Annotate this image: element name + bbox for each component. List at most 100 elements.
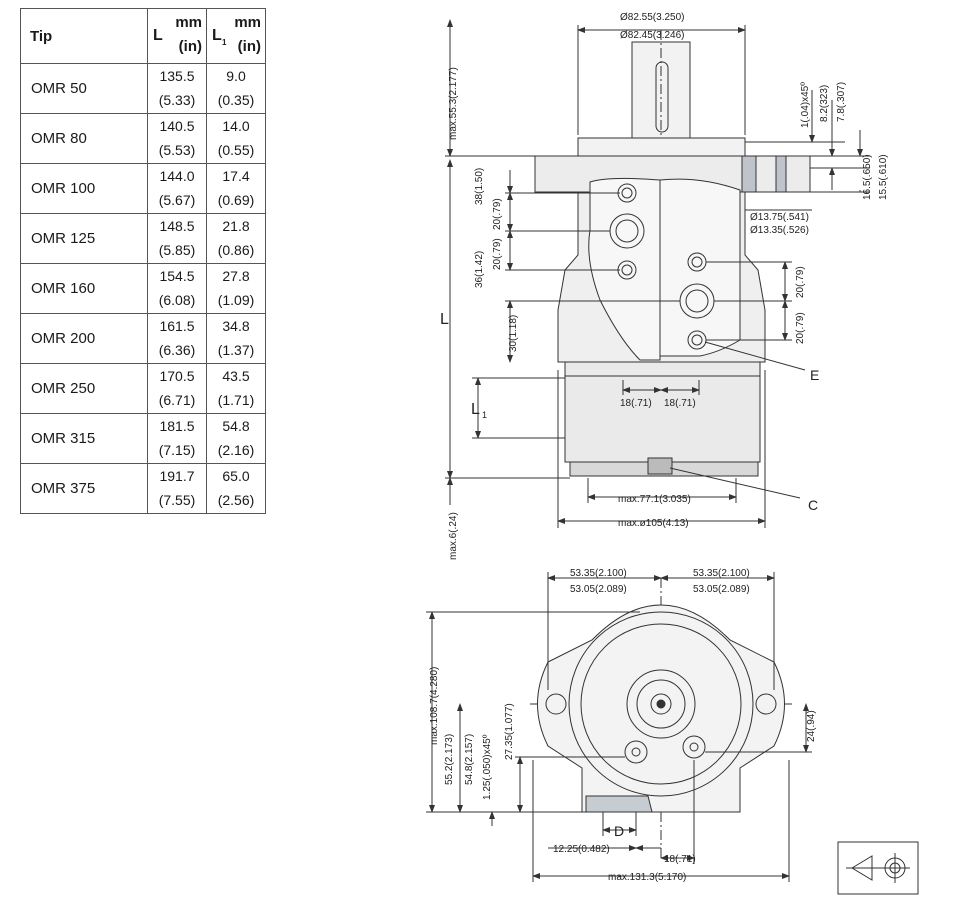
dimension-table: Tip L mm (in) L 1 mm (in) OMR 50 135.5(5… — [20, 8, 266, 514]
l1-mm: 17.4 — [222, 168, 250, 184]
l-mm: 144.0 — [159, 168, 195, 184]
l1-in: (1.37) — [217, 342, 255, 358]
label-max-6: max.6(.24) — [448, 512, 459, 560]
table-row: OMR 100 144.0 (5.67) 17.4 (0.69) — [20, 163, 266, 214]
l-mm: 140.5 — [159, 118, 195, 134]
label-max-1087: max.108.7(4.280) — [429, 667, 440, 745]
l1-in: (0.35) — [217, 92, 255, 108]
model-cell: OMR 375 — [20, 463, 148, 514]
l-in: (5.53) — [158, 142, 196, 158]
port-boss-right — [659, 178, 741, 357]
model-cell: OMR 315 — [20, 413, 148, 464]
model-cell: OMR 100 — [20, 163, 148, 214]
l1-in: (0.86) — [217, 242, 255, 258]
model-cell: OMR 80 — [20, 113, 148, 164]
label-d155: 15.5(.610) — [878, 154, 889, 200]
l-in: (6.71) — [158, 392, 196, 408]
label-d125: 1.25(.050)x45º — [482, 734, 493, 800]
projection-symbol — [837, 841, 919, 895]
table-row: OMR 315 181.5(7.15) 54.8 (2.16) — [20, 413, 266, 464]
body-circle-inner — [580, 623, 742, 785]
l-in: (6.36) — [158, 342, 196, 358]
l1-in: (2.16) — [217, 442, 255, 458]
side-view-labels: Ø82.55(3.250) Ø82.45(3.246) max.55.3(2.1… — [440, 12, 889, 560]
l1-cell: 21.8(0.86) — [206, 213, 266, 264]
table-row: OMR 160 154.5(6.08) 27.8(1.09) — [20, 263, 266, 314]
port-hole-4-inner — [691, 334, 703, 346]
l-mm: 135.5 — [159, 68, 195, 84]
l1-in: (0.69) — [217, 192, 255, 208]
model-cell: OMR 250 — [20, 363, 148, 414]
l-in: (5.33) — [158, 92, 196, 108]
l1-mm: 65.0 — [222, 468, 250, 484]
l1-cell: 65.0(2.56) — [206, 463, 266, 514]
table-header-row: Tip L mm (in) L 1 mm (in) — [20, 8, 266, 64]
port-a-inner — [615, 219, 639, 243]
label-d82: 8.2(323) — [819, 85, 830, 122]
l-cell: 161.5(6.36) — [147, 313, 207, 364]
header-tip: Tip — [20, 8, 148, 64]
header-l1-label: L — [212, 27, 222, 44]
label-max-771: max.77.1(3.035) — [618, 494, 691, 505]
l1-cell: 43.5 (1.71) — [206, 363, 266, 414]
label-max-55: max.55.3(2.177) — [448, 67, 459, 140]
label-shaft-dia-min: Ø82.45(3.246) — [620, 30, 685, 41]
l1-mm: 54.8 — [222, 418, 250, 434]
label-max-1313: max.131.3(5.170) — [608, 872, 686, 883]
l-in: (5.85) — [158, 242, 196, 258]
port-hole-2-inner — [621, 264, 633, 276]
l-cell: 148.5 (5.85) — [147, 213, 207, 264]
label-shaft-dia-max: Ø82.55(3.250) — [620, 12, 685, 23]
l1-mm: 43.5 — [222, 368, 250, 384]
shaft-end — [650, 693, 672, 715]
port-front-2 — [682, 735, 706, 759]
label-hole-max: Ø13.75(.541) — [750, 212, 809, 223]
leader-c — [669, 467, 801, 499]
table-row: OMR 375 191.7(7.55) 65.0(2.56) — [20, 463, 266, 514]
header-l: L mm (in) — [147, 8, 207, 64]
l1-mm: 14.0 — [222, 118, 250, 134]
l-cell: 170.5 (6.71) — [147, 363, 207, 414]
mount-hole-right — [755, 693, 777, 715]
label-max-105: max.ø105(4.13) — [618, 518, 689, 529]
l1-in: (0.55) — [217, 142, 255, 158]
header-l1-unit: mm — [234, 14, 261, 31]
mount-hole-left — [545, 693, 567, 715]
header-l1-unit-in: (in) — [237, 38, 261, 55]
shaft-center — [656, 699, 666, 709]
label-d30: 30(1.18) — [508, 315, 519, 352]
label-l: L — [440, 311, 449, 328]
label-d2735: 27.35(1.077) — [504, 703, 515, 760]
l1-in: (1.71) — [217, 392, 255, 408]
front-view-labels: 53.35(2.100) 53.05(2.089) 53.35(2.100) 5… — [429, 568, 817, 883]
table-row: OMR 125 148.5(5.85) 21.8(0.86) — [20, 213, 266, 264]
l-cell: 181.5(7.15) — [147, 413, 207, 464]
pilot-circle — [626, 669, 696, 739]
label-d18b: 18(.71) — [664, 398, 696, 409]
shaft-keyway — [655, 61, 669, 133]
l-mm: 181.5 — [159, 418, 195, 434]
header-l-unit: mm — [175, 14, 202, 31]
label-d18a: 18(.71) — [620, 398, 652, 409]
label-d548: 54.8(2.157) — [464, 734, 475, 785]
l-mm: 170.5 — [159, 368, 195, 384]
header-l1: L 1 mm (in) — [206, 8, 266, 64]
l-cell: 144.0 (5.67) — [147, 163, 207, 214]
l-in: (5.67) — [158, 192, 196, 208]
label-d5335a: 53.35(2.100) — [570, 568, 627, 579]
label-d38: 38(1.50) — [474, 168, 485, 205]
l-mm: 148.5 — [159, 218, 195, 234]
label-d18: 18(.71) — [664, 854, 696, 865]
port-b-inner — [685, 289, 709, 313]
port-front-1 — [624, 740, 648, 764]
l-mm: 154.5 — [159, 268, 195, 284]
label-e: E — [810, 367, 819, 383]
flange-hole-section — [741, 155, 757, 193]
model-cell: OMR 200 — [20, 313, 148, 364]
label-d20d: 20(.79) — [795, 312, 806, 344]
l1-mm: 9.0 — [226, 68, 246, 84]
l-cell: 154.5(6.08) — [147, 263, 207, 314]
table-row: OMR 50 135.5(5.33) 9.0(0.35) — [20, 63, 266, 114]
label-d78: 7.8(.307) — [836, 82, 847, 122]
